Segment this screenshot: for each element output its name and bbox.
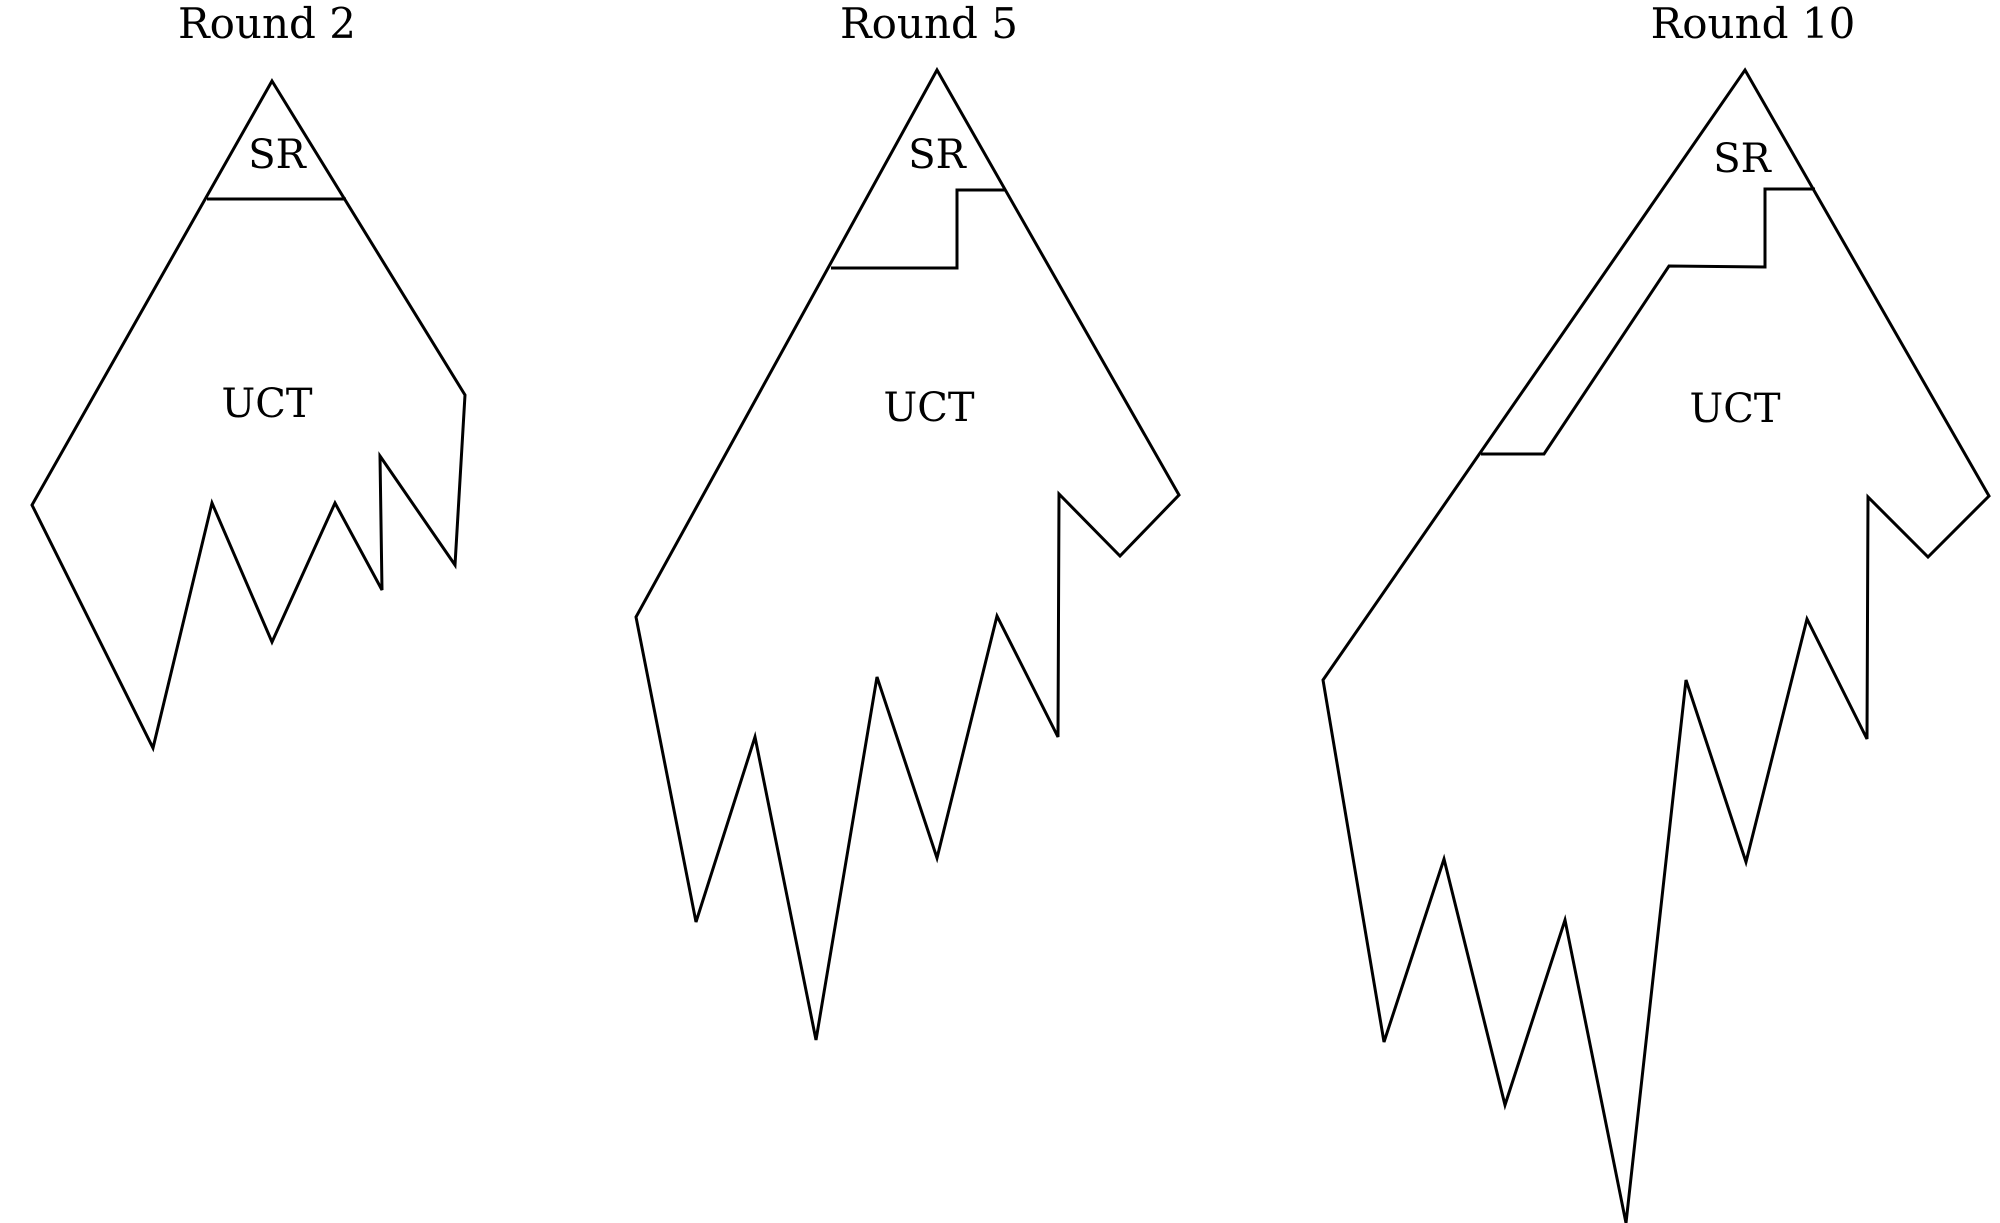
panel-title: Round 5 [840,0,1018,48]
tree-outline [1321,67,1991,1223]
panel-title: Round 2 [178,0,356,48]
tree-outline [634,66,1181,1041]
uct-region-label: UCT [1690,386,1781,432]
sr-region-label: SR [248,132,307,178]
panel-title: Round 10 [1651,0,1856,48]
panel-round-10: Round 10 SR UCT [1321,0,1991,1223]
sr-region-label: SR [1713,136,1772,182]
tree-outline [30,78,467,753]
uct-region-label: UCT [222,381,313,427]
sr-region-label: SR [908,132,967,178]
uct-region-label: UCT [884,385,975,431]
sr-uct-boundary [1481,187,1815,456]
panel-round-2: Round 2 SR UCT [30,0,467,753]
sr-uct-boundary [831,188,1005,270]
panel-round-5: Round 5 SR UCT [634,0,1181,1041]
